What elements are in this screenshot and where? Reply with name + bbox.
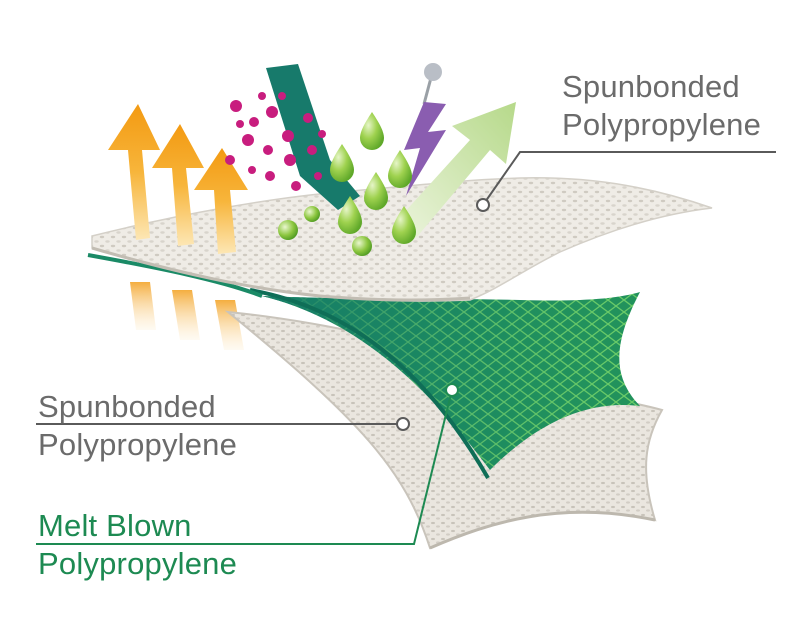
particle-icon (314, 172, 322, 180)
heat-arrows-lower (130, 282, 244, 350)
heat-arrow-icon (108, 104, 160, 240)
leader-dot-bottom (396, 417, 410, 431)
deflect-bar-icon (266, 64, 360, 210)
particle-icon (278, 92, 286, 100)
droplet-icon (330, 144, 354, 182)
droplet-icon (278, 220, 298, 240)
leader-dot-melt (445, 383, 459, 397)
droplet-icon (352, 236, 372, 256)
droplets (278, 112, 416, 256)
leader-top (482, 151, 776, 206)
droplet-icon (304, 206, 320, 222)
particle-icon (307, 145, 317, 155)
droplet-icon (388, 150, 412, 188)
particle-icon (225, 155, 235, 165)
particle-icon (242, 134, 254, 146)
leader-lines (36, 151, 776, 545)
particle-icon (263, 145, 273, 155)
droplet-icon (364, 172, 388, 210)
particle-icon (266, 106, 278, 118)
particle-icon (284, 154, 296, 166)
label-melt-blown: Melt Blown Polypropylene (38, 507, 237, 583)
lightning-icon (404, 63, 446, 196)
label-melt-line2: Polypropylene (38, 546, 238, 581)
particle-icon (258, 92, 266, 100)
label-bottom-line1: Spunbonded (38, 389, 216, 424)
heat-arrow-icon (194, 148, 248, 254)
label-melt-line1: Melt Blown (38, 508, 192, 543)
particle-icon (303, 113, 313, 123)
particle-icon (230, 100, 242, 112)
heat-arrow-icon (172, 290, 200, 340)
heat-arrows-upper (108, 104, 248, 254)
label-bottom-spunbond: Spunbonded Polypropylene (38, 388, 237, 464)
droplet-icon (338, 196, 362, 234)
heat-arrow-icon (130, 282, 156, 330)
label-bottom-line2: Polypropylene (38, 427, 238, 462)
deflect-arrow-icon (392, 102, 516, 238)
particles (225, 92, 326, 191)
heat-arrow-icon (152, 124, 204, 246)
label-top-line2: Polypropylene (562, 107, 762, 142)
heat-arrow-icon (215, 300, 244, 350)
droplet-icon (360, 112, 384, 150)
particle-icon (291, 181, 301, 191)
leader-melt-blown (36, 389, 453, 545)
particle-icon (248, 166, 256, 174)
label-top-line1: Spunbonded (562, 69, 740, 104)
particle-icon (249, 117, 259, 127)
particle-icon (318, 130, 326, 138)
leader-dot-top (476, 198, 490, 212)
particle-icon (282, 130, 294, 142)
label-top-spunbond: Spunbonded Polypropylene (562, 68, 761, 144)
droplet-icon (392, 206, 416, 244)
particle-icon (236, 120, 244, 128)
particle-icon (265, 171, 275, 181)
